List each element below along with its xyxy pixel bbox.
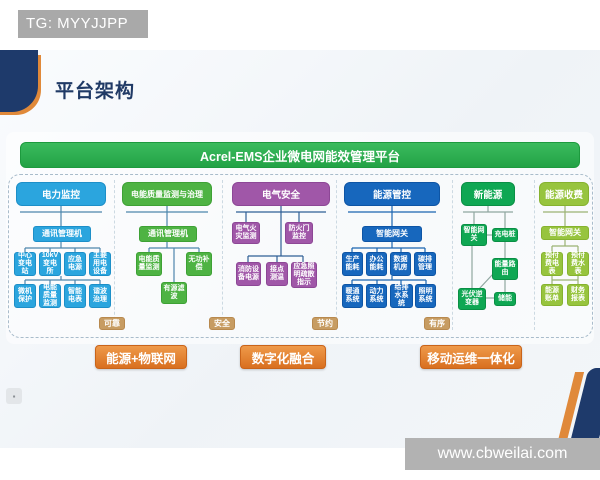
- tree-node: 防火门监控: [285, 222, 313, 244]
- tree-node: 给排水系统: [390, 284, 413, 308]
- tree-node: 无功补偿: [186, 252, 212, 276]
- tree-node: 10kV变电所: [39, 252, 61, 276]
- badge-safe: 安全: [209, 317, 235, 330]
- header-energy-control: 能源管控: [344, 182, 440, 206]
- badge-economical: 节约: [312, 317, 338, 330]
- node-smart-gateway: 智能网关: [362, 226, 422, 242]
- tree-node: 微机保护: [14, 284, 36, 308]
- tree-node: 光伏逆变器: [458, 288, 486, 310]
- header-power-monitoring: 电力监控: [16, 182, 106, 206]
- tree-node: 暖通系统: [342, 284, 363, 308]
- tree-node: 能源账单: [541, 284, 563, 306]
- tree-node: 应急照明疏散指示: [291, 262, 317, 288]
- column-separator: [114, 180, 115, 330]
- node-smart-gateway: 智能网关: [461, 224, 487, 246]
- tree-node: 电能质量监测: [136, 252, 162, 276]
- tree-node: 消防设备电源: [236, 262, 261, 286]
- tree-node: 办公能耗: [366, 252, 387, 276]
- tree-node: 预付费电表: [541, 252, 563, 276]
- column-separator: [534, 180, 535, 330]
- tree-node: 接点测温: [266, 262, 288, 286]
- tree-node: 预付费水表: [567, 252, 589, 276]
- badge-orderly: 有序: [424, 317, 450, 330]
- tree-node: 应急电源: [64, 252, 86, 276]
- tree-node: 主要用电设备: [89, 252, 111, 276]
- banner-mobile-ops: 移动运维一体化: [420, 345, 522, 369]
- column-separator: [452, 180, 453, 330]
- tree-node: 碳排管理: [414, 252, 436, 276]
- small-logo-icon: ▪: [6, 388, 22, 404]
- tree-node: 数据机房: [390, 252, 411, 276]
- column-separator: [336, 180, 337, 330]
- badge-reliable: 可靠: [99, 317, 125, 330]
- watermark-bottom: www.cbweilai.com: [405, 438, 600, 470]
- column-separator: [222, 180, 223, 330]
- tree-node: 财务报表: [567, 284, 589, 306]
- tree-node: 动力系统: [366, 284, 387, 308]
- tree-node: 生产能耗: [342, 252, 363, 276]
- banner-digital-fusion: 数字化融合: [240, 345, 326, 369]
- tree-node: 电气火灾监测: [232, 222, 260, 244]
- tree-node: 能量路由: [492, 258, 518, 280]
- header-energy-billing: 能源收费: [539, 182, 589, 206]
- node-comm-manager: 通讯管理机: [33, 226, 91, 242]
- header-new-energy: 新能源: [461, 182, 515, 206]
- page-title: 平台架构: [55, 81, 136, 102]
- tree-node: 中心变电站: [14, 252, 36, 276]
- banner-energy-iot: 能源+物联网: [95, 345, 187, 369]
- tree-node: 电能质量监测: [39, 284, 61, 308]
- node-smart-gateway: 智能网关: [541, 226, 589, 240]
- tree-node: 充电桩: [492, 228, 518, 242]
- tree-node: 有源滤波: [161, 282, 187, 304]
- tree-node: 储能: [494, 292, 516, 306]
- header-power-quality: 电能质量监测与治理: [122, 182, 212, 206]
- header-electrical-safety: 电气安全: [232, 182, 330, 206]
- tree-node: 智能电表: [64, 284, 86, 308]
- node-comm-manager: 通讯管理机: [139, 226, 197, 242]
- diagram-dashed-border: [8, 174, 593, 338]
- corner-decor-top-left: [0, 50, 38, 112]
- tree-node: 谐波治理: [89, 284, 111, 308]
- watermark-top: TG: MYYJJPP: [18, 10, 148, 38]
- platform-banner: Acrel-EMS企业微电网能效管理平台: [20, 142, 580, 168]
- tree-node: 照明系统: [415, 284, 436, 308]
